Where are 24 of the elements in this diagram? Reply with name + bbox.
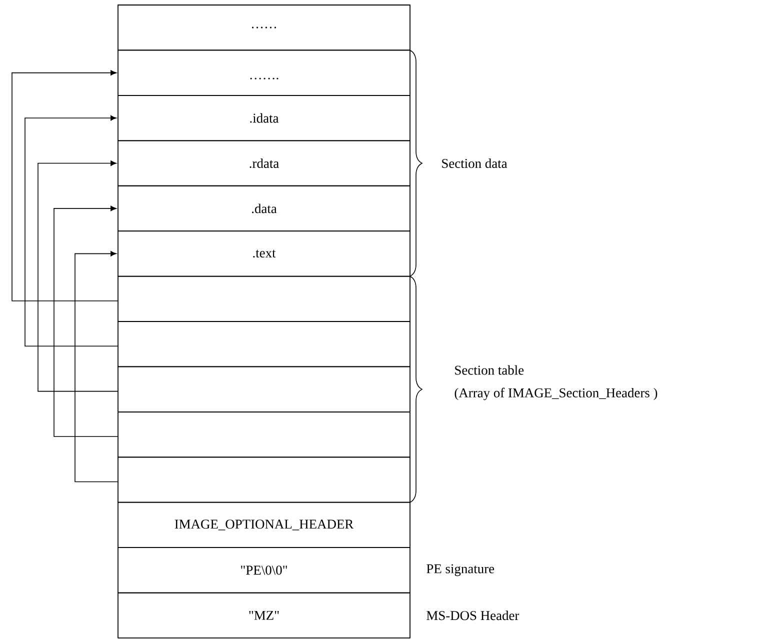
- beside-label: MS-DOS Header: [426, 610, 520, 620]
- table-row: .idata: [118, 94, 410, 142]
- table-row: .text: [118, 230, 410, 277]
- empty-row: [118, 321, 410, 368]
- empty-row: [118, 456, 410, 503]
- empty-row: [118, 276, 410, 322]
- table-row: IMAGE_OPTIONAL_HEADER: [118, 502, 410, 548]
- table-row: ……: [118, 4, 410, 51]
- table-row: .data: [118, 185, 410, 232]
- empty-row: [118, 366, 410, 412]
- table-row: "PE\0\0": [118, 547, 410, 594]
- table-row: .rdata: [118, 140, 410, 186]
- table-row: …….: [118, 50, 410, 96]
- arrow: [37, 160, 118, 392]
- beside-label: PE signature: [426, 564, 494, 576]
- arrow: [24, 115, 118, 346]
- brace-label: (Array of IMAGE_Section_Headers ): [454, 388, 658, 400]
- arrow: [53, 206, 118, 437]
- table-row: "MZ": [118, 592, 410, 638]
- empty-row: [118, 411, 410, 458]
- arrow: [11, 70, 118, 302]
- brace-label: Section table: [455, 365, 524, 375]
- arrow: [74, 251, 118, 482]
- brace-label: Section data: [442, 158, 508, 168]
